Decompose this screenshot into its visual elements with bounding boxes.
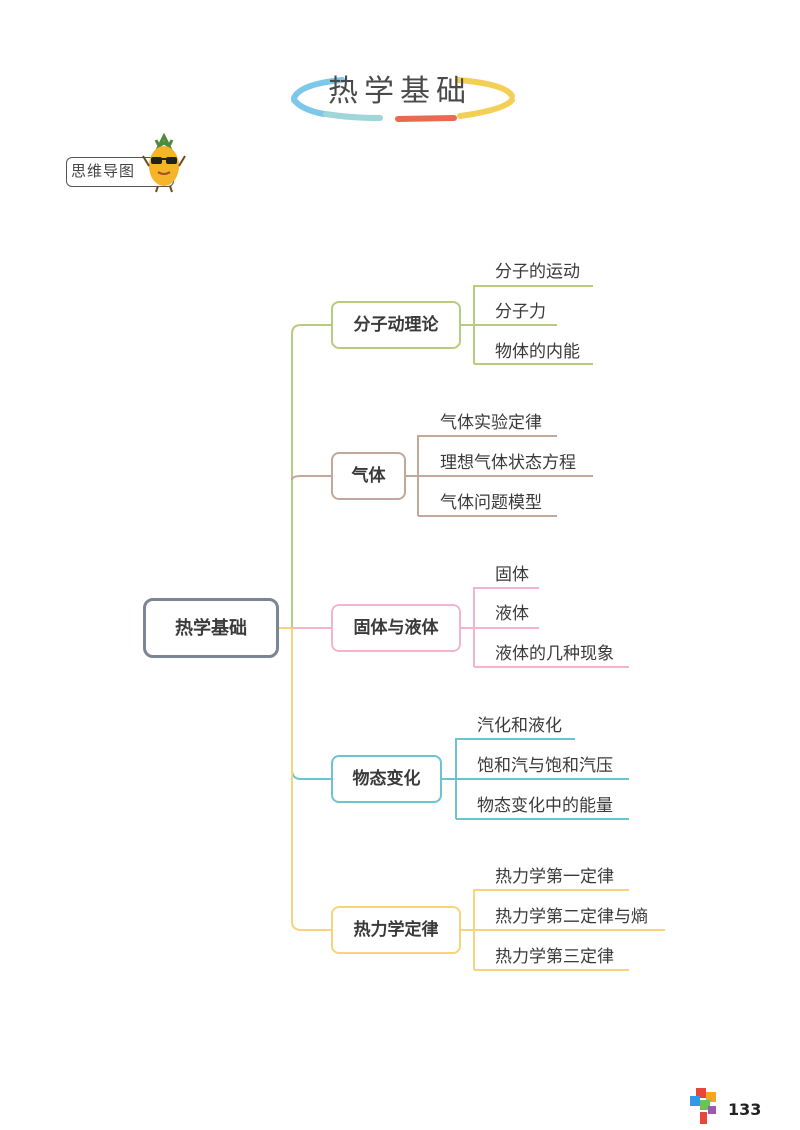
leaf-node: 分子的运动 [495, 262, 580, 282]
leaf-node: 热力学第三定律 [495, 947, 614, 967]
branch-node-molecular-kinetic-theory: 分子动理论 [331, 301, 461, 349]
branch-node-phase-change: 物态变化 [331, 755, 442, 803]
page-title: 热学基础 [328, 74, 472, 109]
leaf-node: 理想气体状态方程 [440, 453, 576, 473]
title-decoration [291, 77, 515, 122]
root-node: 热学基础 [143, 598, 279, 658]
leaf-node: 液体的几种现象 [495, 644, 614, 664]
branch-node-solid-and-liquid: 固体与液体 [331, 604, 461, 652]
leaf-node: 汽化和液化 [477, 716, 562, 736]
page-number: 133 [728, 1100, 762, 1119]
leaf-node: 液体 [495, 604, 529, 624]
leaf-node: 热力学第一定律 [495, 867, 614, 887]
pineapple-mascot-icon [142, 132, 186, 193]
publisher-logo-icon [690, 1088, 716, 1124]
leaf-node: 固体 [495, 565, 529, 585]
leaf-node: 饱和汽与饱和汽压 [477, 756, 613, 776]
leaf-node: 气体问题模型 [440, 493, 542, 513]
branch-node-gas: 气体 [331, 452, 406, 500]
branch-node-thermodynamic-laws: 热力学定律 [331, 906, 461, 954]
leaf-node: 分子力 [495, 302, 546, 322]
leaf-node: 物态变化中的能量 [477, 796, 613, 816]
leaf-node: 物体的内能 [495, 342, 580, 362]
leaf-node: 气体实验定律 [440, 413, 542, 433]
leaf-node: 热力学第二定律与熵 [495, 907, 648, 927]
